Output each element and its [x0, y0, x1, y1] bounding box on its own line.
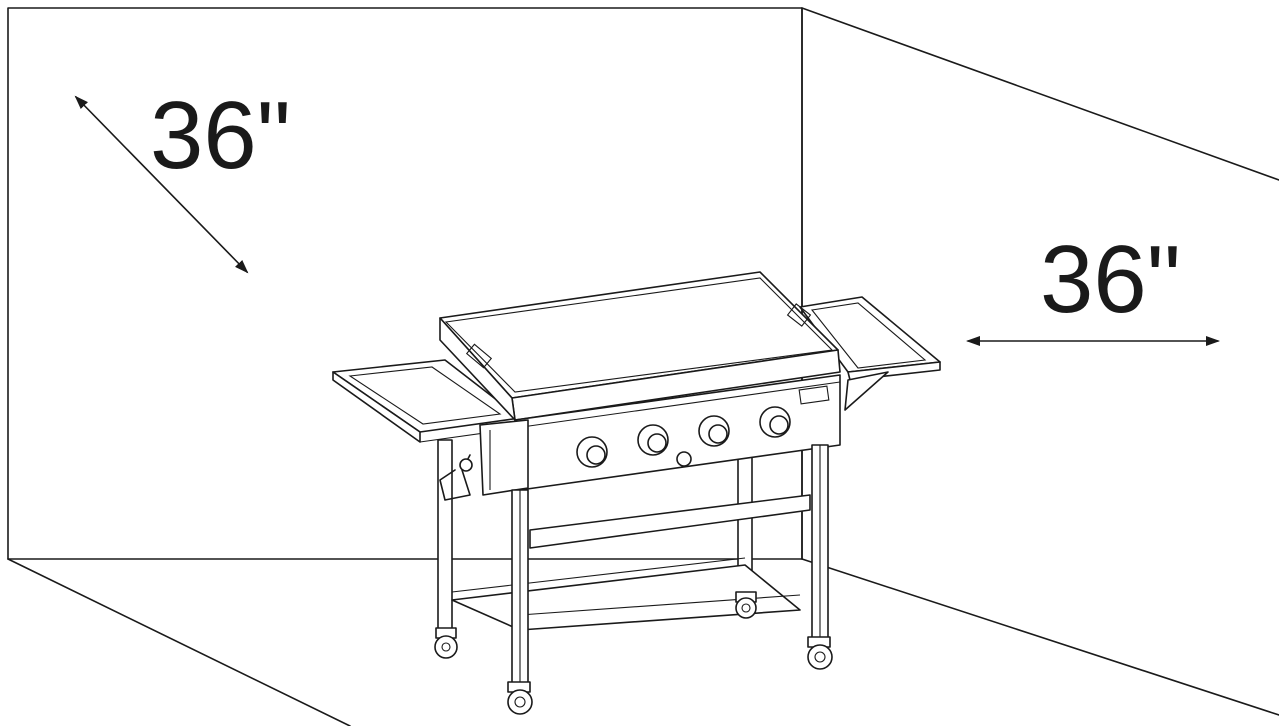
caster-back-right [735, 591, 757, 619]
right-clearance-dimension: 36" [966, 226, 1220, 346]
griddle-top [439, 271, 841, 421]
caster-back-left [434, 627, 458, 659]
right-wall-top-edge [801, 7, 1279, 181]
caster-front-left [507, 681, 533, 715]
left-clearance-arrow [74, 95, 249, 274]
casters [434, 591, 833, 715]
caster-front-right [807, 636, 833, 670]
front-legs [511, 444, 829, 691]
floor-left-edge [7, 558, 351, 726]
left-clearance-dimension: 36" [74, 82, 291, 274]
griddle-illustration [332, 271, 941, 715]
right-clearance-label: 36" [1040, 226, 1181, 333]
right-wall-bottom-edge [801, 558, 1279, 716]
left-clearance-label: 36" [150, 82, 291, 189]
left-side-shelf [332, 359, 521, 443]
room-walls [7, 7, 1279, 726]
side-bracket [439, 419, 529, 501]
igniter-button [676, 451, 692, 467]
